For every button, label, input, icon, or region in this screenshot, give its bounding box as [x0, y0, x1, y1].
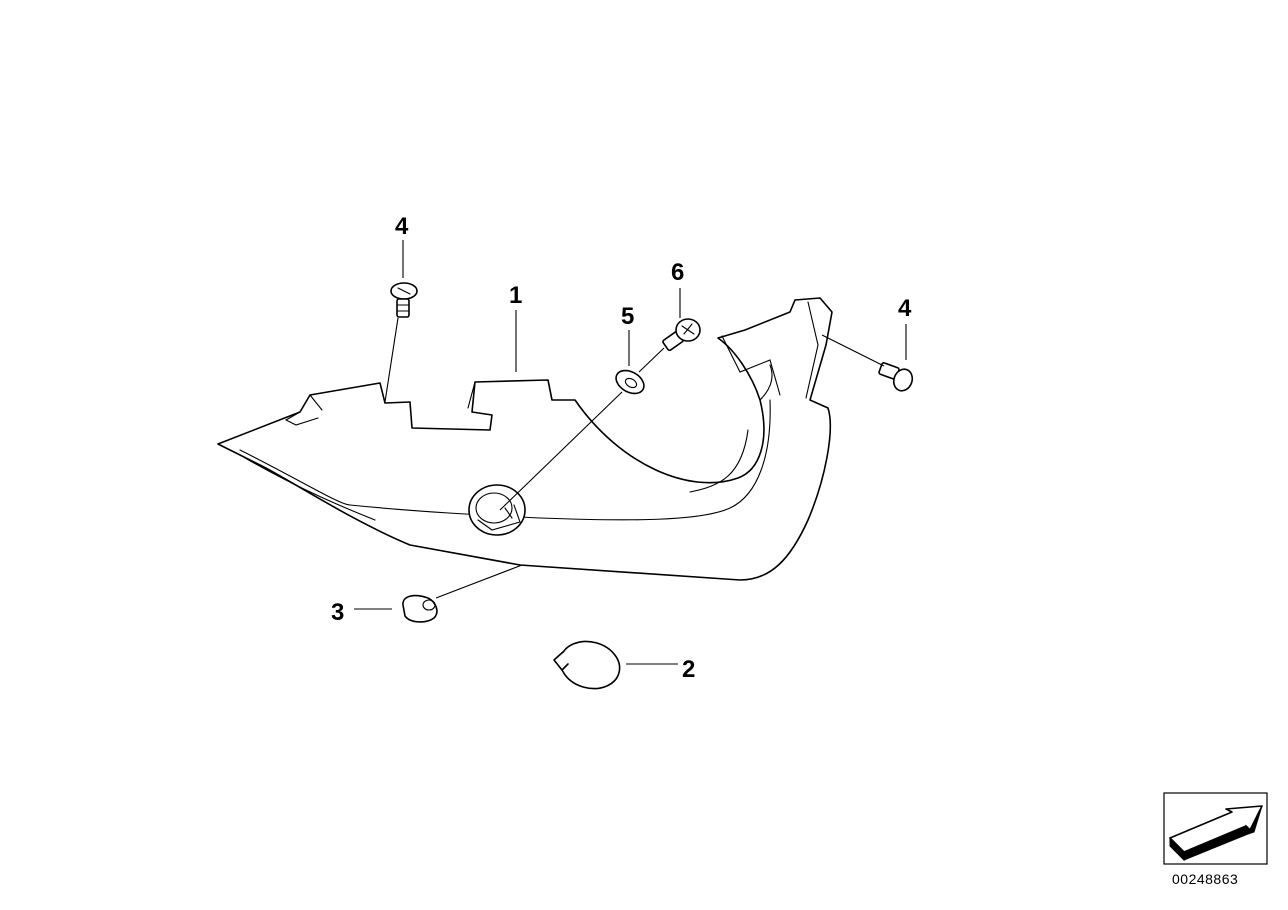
leader-lines — [354, 240, 907, 665]
cover-cap-2 — [553, 640, 621, 690]
callout-6: 6 — [671, 259, 684, 286]
belly-pan-fairing — [217, 297, 833, 581]
washer-5 — [615, 369, 645, 395]
screw-4-right — [878, 362, 914, 392]
callout-4-left: 4 — [395, 213, 409, 240]
callout-2: 2 — [682, 656, 695, 683]
screw-4-left — [390, 282, 418, 318]
arrow-box-icon — [1163, 792, 1268, 865]
screw-6 — [662, 318, 701, 352]
rubber-nut-3 — [402, 594, 438, 623]
callout-5: 5 — [621, 303, 634, 330]
callout-1: 1 — [509, 282, 522, 309]
callout-4-right: 4 — [898, 295, 912, 322]
callout-3: 3 — [331, 599, 344, 626]
fairing-grommet — [468, 484, 526, 536]
diagram-number: 00248863 — [1172, 871, 1238, 887]
